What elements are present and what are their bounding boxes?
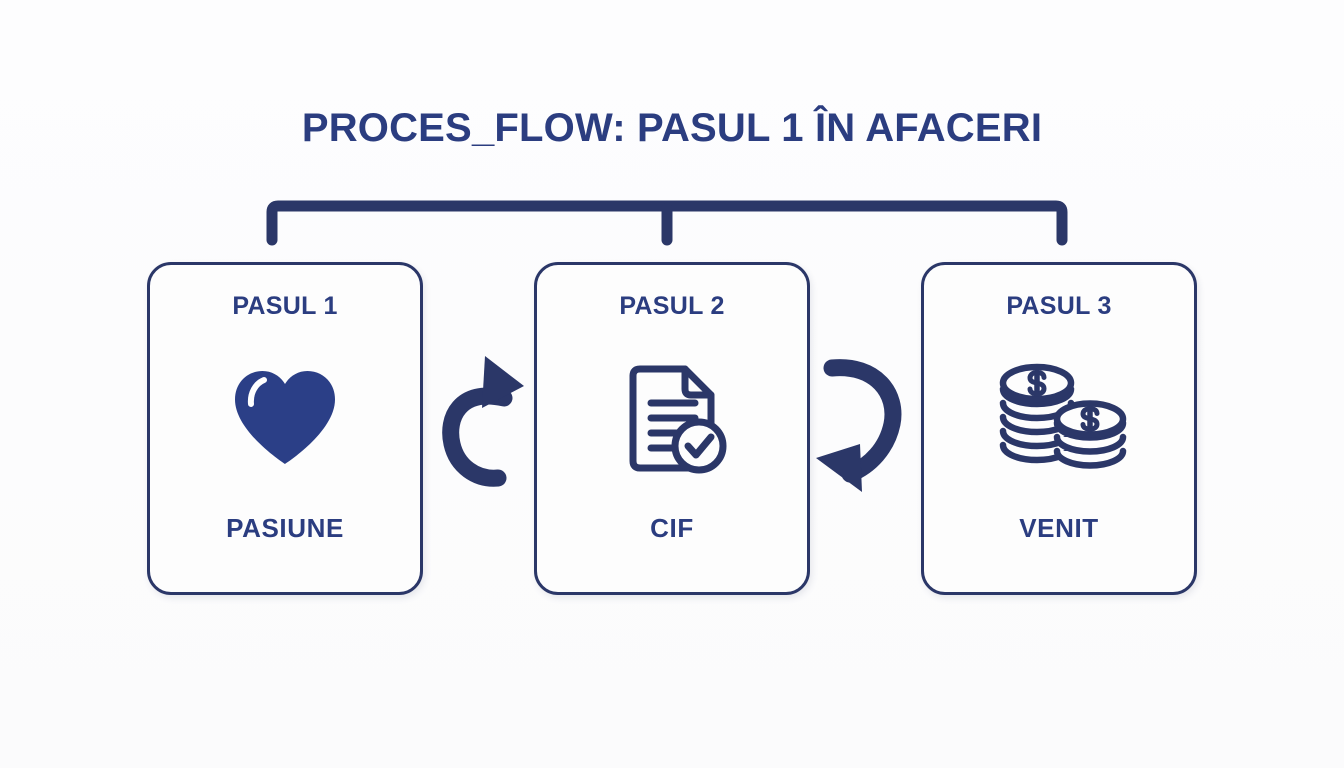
- step-card-3-step: PASUL 3: [1006, 292, 1112, 320]
- heart-highlight: [247, 377, 267, 407]
- coin-right-dollar-s: [1080, 406, 1100, 432]
- step-card-3[interactable]: PASUL 3: [921, 262, 1197, 595]
- heart-shape: [235, 371, 335, 464]
- document-check-icon: [611, 356, 733, 478]
- step-card-2-label: CIF: [650, 513, 694, 543]
- coin-right-disc-2: [1053, 433, 1127, 455]
- step-card-3-label: VENIT: [1019, 513, 1099, 543]
- coin-left-dollar-s: [1027, 369, 1047, 397]
- step-card-2-step: PASUL 2: [619, 292, 725, 320]
- top-bracket: [262, 198, 1072, 246]
- bracket-horizontal-path: [266, 200, 1068, 246]
- check-mark: [684, 433, 715, 459]
- steps-row: PASUL 1 PASIUNE PASUL 2: [147, 262, 1197, 595]
- step-card-2-icon-wrap: [537, 321, 807, 513]
- document-outline-body: [629, 372, 699, 472]
- step-card-1-label: PASIUNE: [226, 513, 344, 543]
- document-fold-corner: [681, 365, 715, 399]
- step-card-2[interactable]: PASUL 2 CIF: [534, 262, 810, 595]
- coins-icon: [991, 359, 1127, 475]
- heart-icon: [229, 366, 341, 468]
- step-card-1-icon-wrap: [150, 321, 420, 513]
- page-title: PROCES_FLOW: PASUL 1 ÎN AFACERI: [301, 106, 1043, 150]
- step-card-1[interactable]: PASUL 1 PASIUNE: [147, 262, 423, 595]
- step-card-3-icon-wrap: [924, 321, 1194, 513]
- step-card-1-step: PASUL 1: [232, 292, 338, 320]
- coin-right-disc-3: [1053, 447, 1127, 469]
